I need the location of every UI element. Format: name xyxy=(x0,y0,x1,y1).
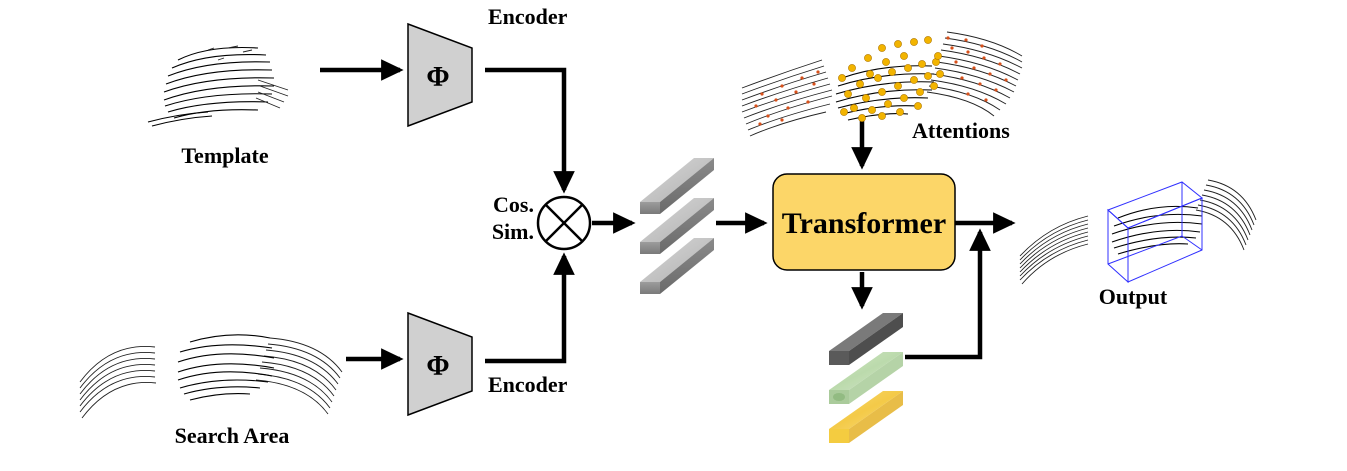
feature-bar xyxy=(640,238,714,294)
background-point xyxy=(994,88,998,92)
output-point-cloud xyxy=(1019,179,1257,285)
attention-point xyxy=(924,72,932,80)
attention-point xyxy=(840,108,848,116)
attention-point xyxy=(914,102,922,110)
attention-point xyxy=(878,112,886,120)
attention-point xyxy=(856,80,864,88)
background-point xyxy=(946,36,950,40)
phi-symbol: Φ xyxy=(426,62,449,93)
encoder-trapezoid xyxy=(407,22,473,128)
encoder-top: Φ xyxy=(407,22,473,128)
feature-bar-green xyxy=(829,352,903,404)
attention-point xyxy=(916,88,924,96)
attention-point xyxy=(900,94,908,102)
attention-point xyxy=(918,60,926,68)
encoder-bottom-label: Encoder xyxy=(488,372,568,397)
background-point xyxy=(972,66,976,70)
background-point xyxy=(754,104,758,108)
background-point xyxy=(966,92,970,96)
background-point xyxy=(760,92,764,96)
background-point xyxy=(982,56,986,60)
background-point xyxy=(950,46,954,50)
transformer-block: Transformer xyxy=(772,173,956,271)
encoder-bottom: Φ xyxy=(407,311,473,417)
feature-bar xyxy=(640,198,714,254)
attention-point xyxy=(930,82,938,90)
connections xyxy=(320,59,1016,370)
search-area-point-cloud xyxy=(79,334,343,419)
background-point xyxy=(766,114,770,118)
attention-point xyxy=(896,108,904,116)
background-point xyxy=(984,98,988,102)
background-point xyxy=(964,38,968,42)
attention-point xyxy=(894,82,902,90)
background-point xyxy=(954,60,958,64)
attention-point xyxy=(858,114,866,122)
background-point xyxy=(816,70,820,74)
phi-symbol: Φ xyxy=(426,351,449,382)
attention-point-cloud xyxy=(741,31,1023,137)
attention-point xyxy=(910,38,918,46)
feature-bar xyxy=(640,158,714,214)
background-point xyxy=(978,82,982,86)
arrow-encoder-bottom-to-sim xyxy=(485,252,575,364)
background-point xyxy=(786,106,790,110)
attention-point xyxy=(874,74,882,82)
attention-point xyxy=(862,94,870,102)
attention-points xyxy=(754,36,1008,126)
feature-bar-yellow xyxy=(829,391,903,443)
attention-point xyxy=(878,44,886,52)
background-point xyxy=(780,118,784,122)
background-point xyxy=(800,76,804,80)
transformer-label: Transformer xyxy=(782,207,946,240)
search-area-label: Search Area xyxy=(175,423,290,448)
arrow-heads-to-output xyxy=(905,228,991,360)
template-label: Template xyxy=(181,143,268,168)
encoder-top-label: Encoder xyxy=(488,4,568,29)
attention-point xyxy=(878,88,886,96)
attention-point xyxy=(884,100,892,108)
attentions-label: Attentions xyxy=(912,118,1010,143)
attention-point xyxy=(900,52,908,60)
encoder-trapezoid xyxy=(407,311,473,417)
attention-point xyxy=(868,106,876,114)
output-feature-stack xyxy=(829,313,903,443)
template-point-cloud xyxy=(147,45,289,127)
output-label: Output xyxy=(1099,284,1168,309)
attention-point xyxy=(844,90,852,98)
attention-point xyxy=(864,54,872,62)
background-point xyxy=(794,90,798,94)
attention-point xyxy=(904,64,912,72)
attention-point xyxy=(894,40,902,48)
attention-point xyxy=(882,58,890,66)
feature-bar-dark xyxy=(829,313,903,365)
background-point xyxy=(1004,78,1008,82)
attention-point xyxy=(888,68,896,76)
background-point xyxy=(960,76,964,80)
background-point xyxy=(812,82,816,86)
attention-point xyxy=(866,70,874,78)
cos-sim-label-line1: Cos. xyxy=(493,192,534,217)
feature-stack xyxy=(640,158,714,294)
background-point xyxy=(980,44,984,48)
background-point xyxy=(966,50,970,54)
attention-point xyxy=(934,52,942,60)
background-point xyxy=(988,72,992,76)
cos-sim-label-line2: Sim. xyxy=(492,219,534,244)
attention-point xyxy=(848,64,856,72)
attention-point xyxy=(936,70,944,78)
attention-point xyxy=(838,74,846,82)
arrow-encoder-top-to-sim xyxy=(485,67,575,194)
background-point xyxy=(758,122,762,126)
bounding-box xyxy=(1107,181,1203,284)
attention-point xyxy=(924,36,932,44)
background-point xyxy=(806,100,810,104)
background-point xyxy=(780,84,784,88)
attention-point xyxy=(910,76,918,84)
background-point xyxy=(998,62,1002,66)
cos-sim-operator xyxy=(536,195,592,251)
attention-point xyxy=(850,104,858,112)
background-point xyxy=(774,98,778,102)
